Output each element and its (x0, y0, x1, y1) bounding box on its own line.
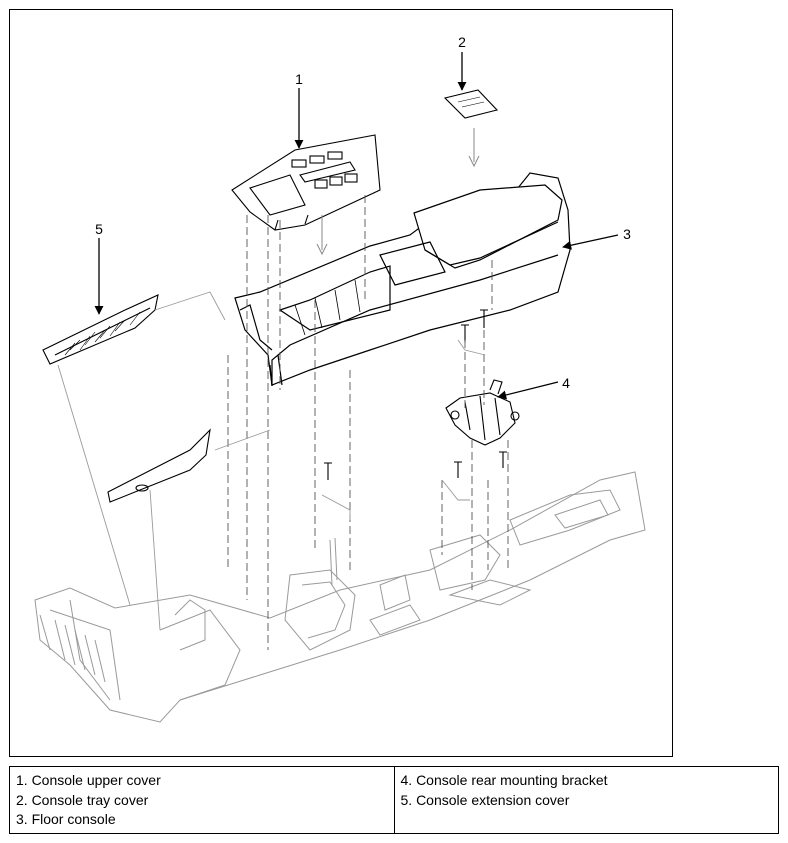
console-extension-cover-part (42, 294, 159, 365)
direction-arrows (316, 128, 480, 256)
legend-column-left: 1. Console upper cover 2. Console tray c… (10, 767, 394, 833)
legend-item: 3. Floor console (16, 811, 116, 827)
legend-column-right: 4. Console rear mounting bracket 5. Cons… (393, 767, 779, 833)
exploded-diagram: 1 2 3 4 5 (34, 34, 646, 723)
callout-4: 4 (562, 375, 570, 391)
legend-item: 5. Console extension cover (400, 791, 570, 808)
legend-item: 1. Console upper cover (16, 772, 161, 788)
floor-base-frame (34, 471, 646, 723)
side-trim-panel (107, 428, 211, 503)
parts-legend-table: 1. Console upper cover 2. Console tray c… (9, 766, 779, 834)
assembly-guide-lines (227, 195, 509, 650)
legend-item: 4. Console rear mounting bracket (400, 772, 608, 788)
callout-labels: 1 2 3 4 5 (95, 34, 631, 391)
console-upper-cover-part (231, 134, 381, 231)
exploded-diagram-frame: 1 2 3 4 5 (9, 9, 673, 757)
reference-lines (57, 291, 486, 631)
callout-5: 5 (95, 221, 103, 237)
callout-1: 1 (295, 71, 303, 87)
callout-arrows (94, 52, 619, 400)
legend-item: 2. Console tray cover (16, 791, 149, 808)
callout-2: 2 (458, 34, 466, 50)
callout-3: 3 (623, 226, 631, 242)
floor-console-part (234, 172, 571, 387)
console-rear-bracket-part (324, 309, 520, 480)
console-tray-cover-part (443, 89, 499, 119)
